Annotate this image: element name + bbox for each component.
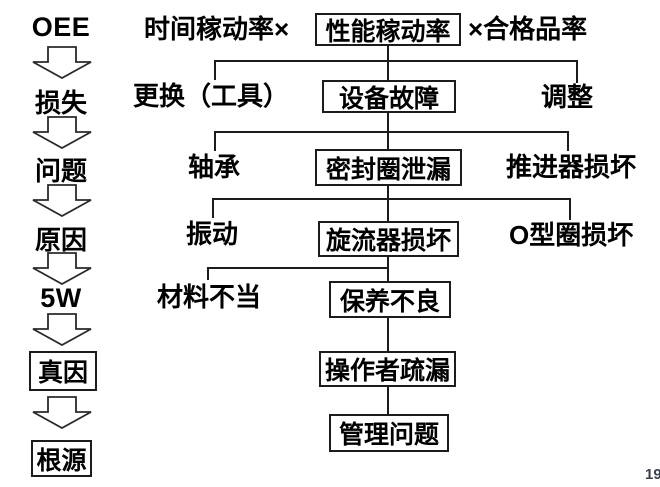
cause-adjustment-label: 调整 bbox=[541, 82, 594, 112]
rail-label-loss: 损失 bbox=[34, 88, 88, 118]
formula-availability-label: 时间稼动率× bbox=[144, 14, 290, 44]
rail-label-problem: 问题 bbox=[34, 156, 88, 186]
cause-o-ring-damage-label: O型圈损坏 bbox=[509, 220, 634, 250]
cause-improper-material-label: 材料不当 bbox=[157, 282, 262, 312]
cause-tool-change-label: 更换（工具） bbox=[133, 81, 290, 111]
cause-vibration-label: 振动 bbox=[186, 219, 239, 249]
down-block-arrow-icon bbox=[32, 184, 92, 217]
cause-propeller-damage-label: 推进器损坏 bbox=[506, 152, 637, 182]
node-performance-rate: 性能稼动率 bbox=[315, 13, 461, 46]
down-block-arrow-icon bbox=[32, 313, 92, 346]
down-block-arrow-icon bbox=[32, 396, 92, 429]
node-cyclone-damage: 旋流器损坏 bbox=[318, 221, 459, 257]
node-equipment-failure: 设备故障 bbox=[322, 80, 456, 113]
down-block-arrow-icon bbox=[32, 116, 92, 149]
cause-bearing-label: 轴承 bbox=[188, 152, 241, 182]
rail-node-root-source: 根源 bbox=[31, 440, 92, 477]
down-block-arrow-icon bbox=[32, 252, 92, 285]
rail-label-5w: 5W bbox=[40, 283, 82, 313]
rail-label-cause: 原因 bbox=[34, 225, 88, 255]
rail-label-oee: OEE bbox=[31, 12, 91, 42]
page-number: 19 bbox=[645, 466, 660, 483]
rail-node-true-cause: 真因 bbox=[29, 351, 97, 391]
node-poor-maintenance: 保养不良 bbox=[329, 281, 451, 318]
node-operator-negligence: 操作者疏漏 bbox=[319, 351, 456, 387]
formula-quality-rate-label: ×合格品率 bbox=[468, 14, 588, 44]
down-block-arrow-icon bbox=[32, 46, 92, 79]
node-management-problem: 管理问题 bbox=[329, 414, 449, 452]
node-seal-ring-leak: 密封圈泄漏 bbox=[315, 149, 462, 186]
